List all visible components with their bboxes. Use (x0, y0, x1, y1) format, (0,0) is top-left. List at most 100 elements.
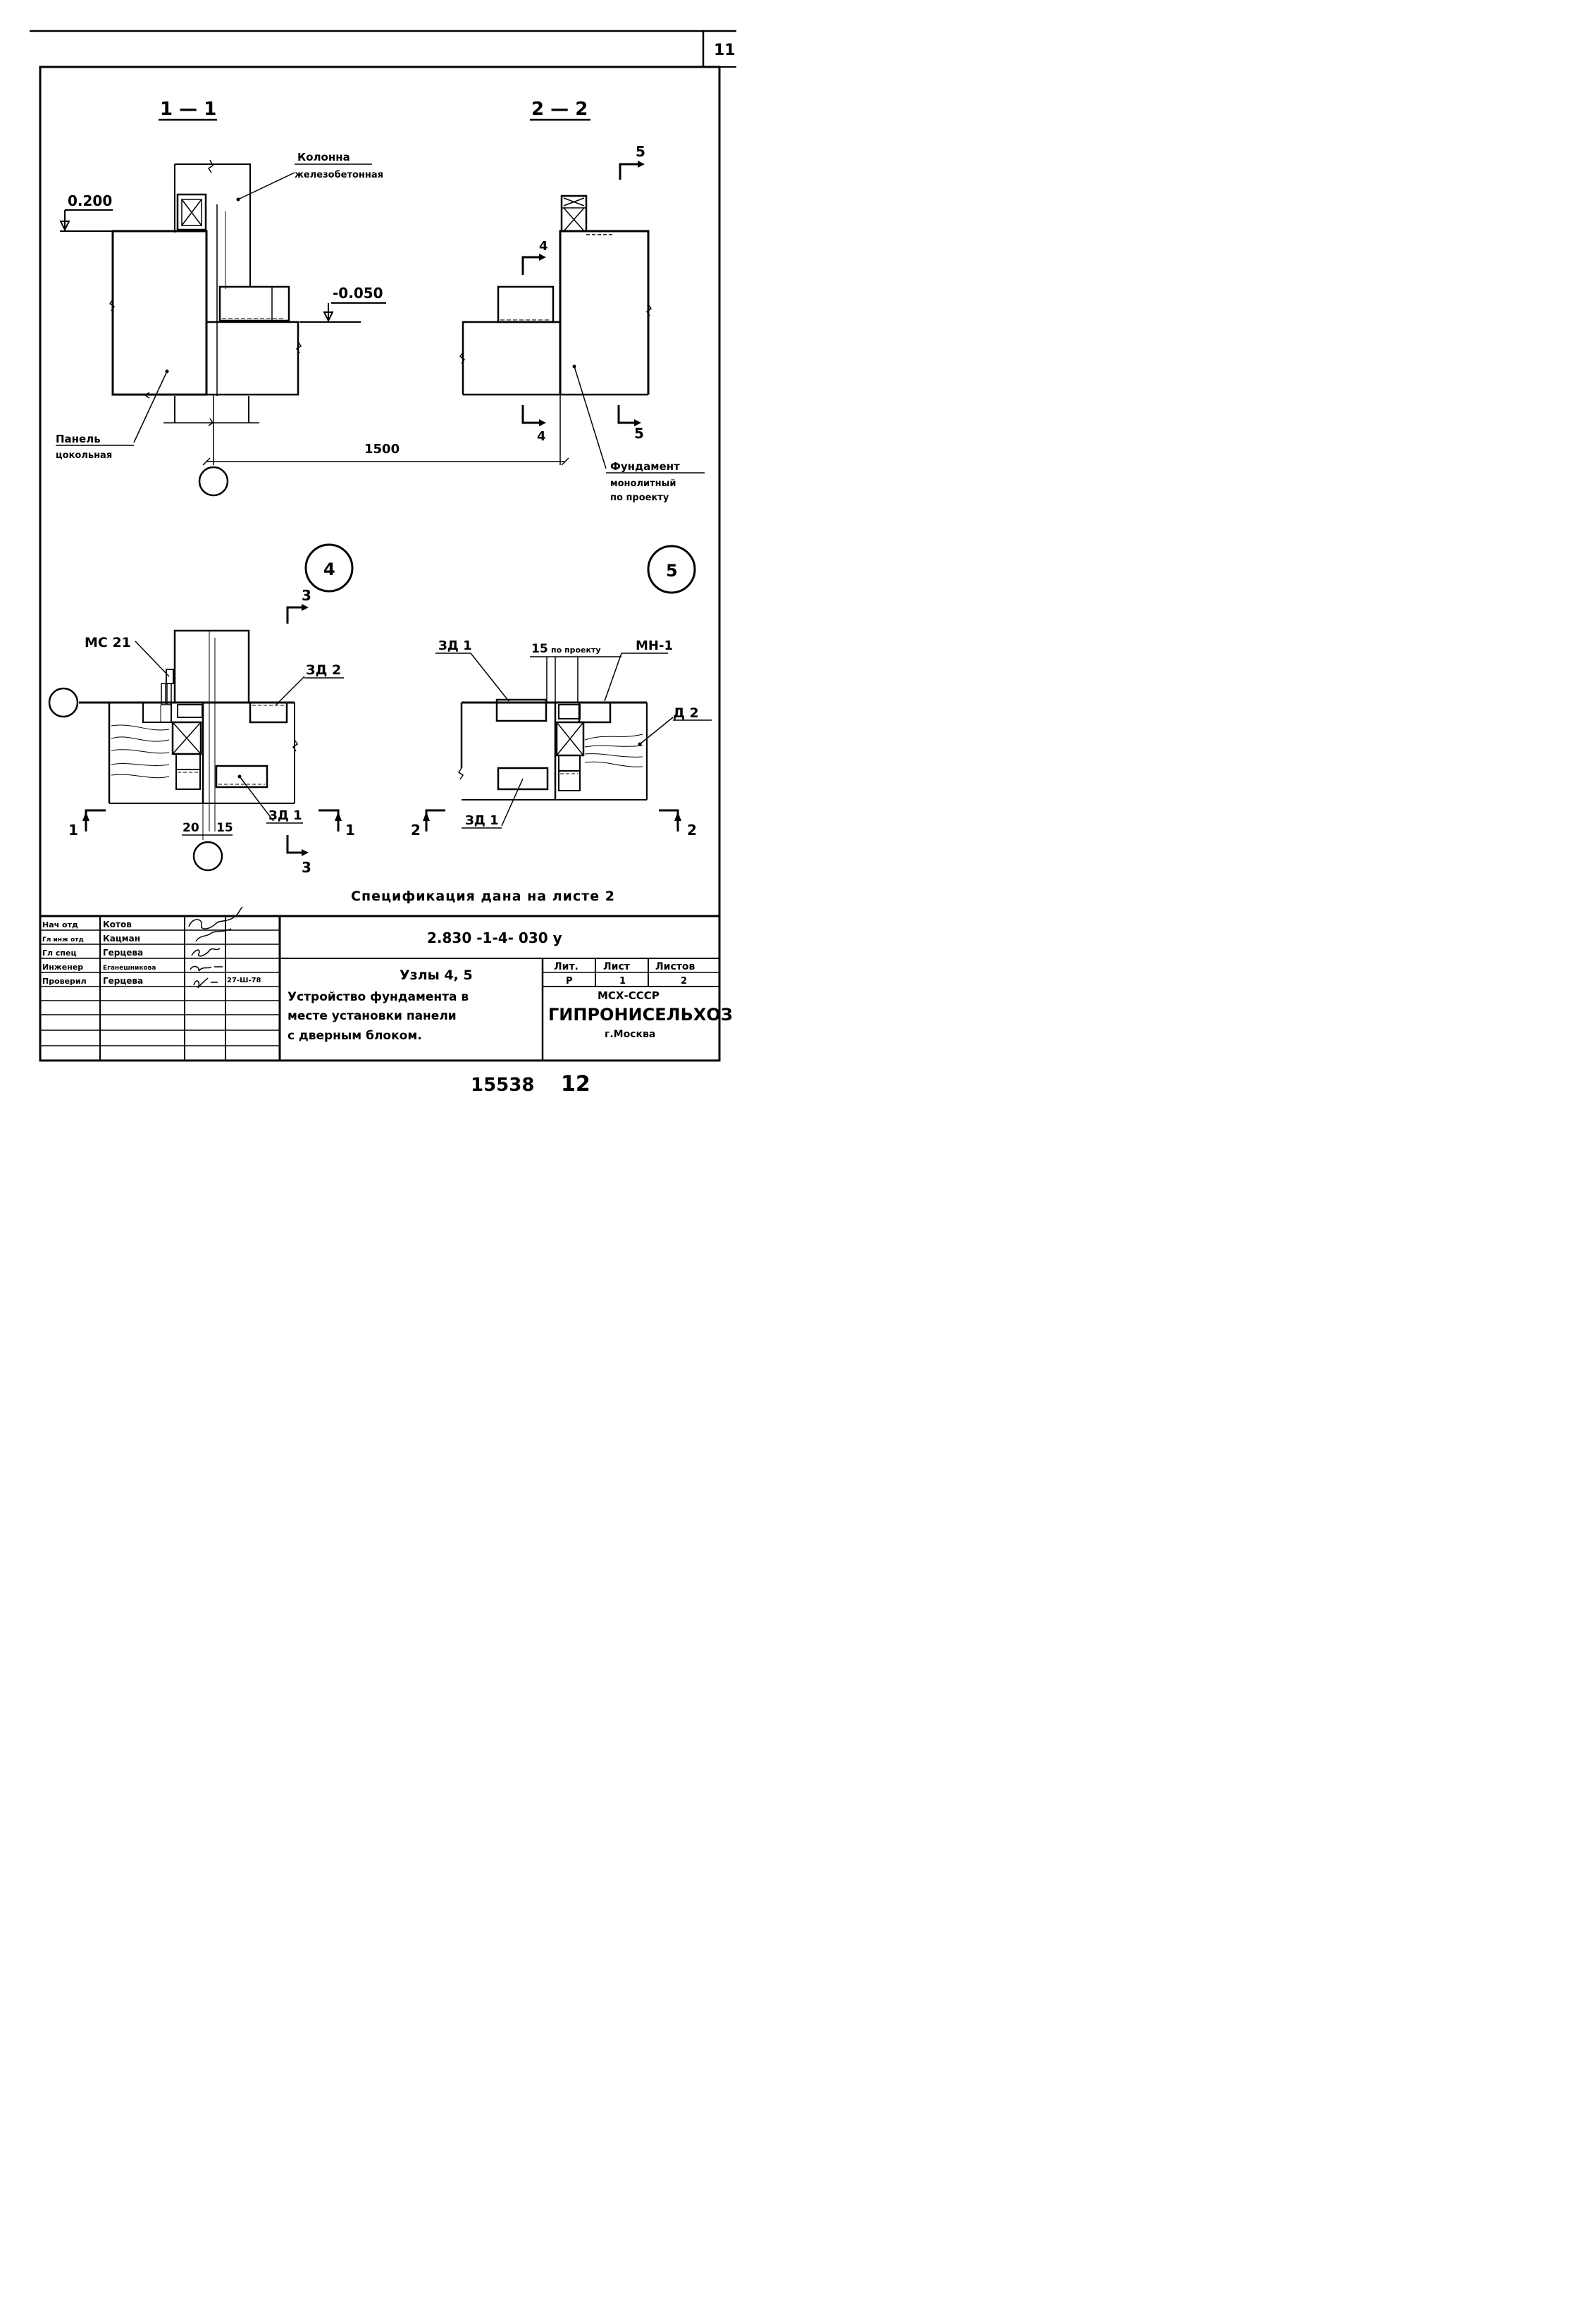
node-4-column (173, 629, 250, 704)
staff-name-1: Котов (103, 920, 132, 929)
inventory-number: 15538 (471, 1075, 534, 1096)
sheet-header: Лист (603, 961, 631, 972)
sheet-frame: 11 (30, 30, 736, 1062)
zd1-top-node5: ЗД 1 (435, 638, 548, 722)
staff-role-4: Инженер (42, 963, 83, 972)
cut-4-bottom-label: 4 (537, 429, 546, 444)
staff-role-5: Проверил (42, 977, 87, 986)
cut-mark-5-bottom: 5 (617, 405, 644, 442)
title-line-4: с дверным блоком. (287, 1029, 422, 1043)
dimension-1500: 1500 (202, 442, 569, 466)
panel-leader: Панель цокольная (56, 369, 169, 461)
cut-2-right-label: 2 (687, 822, 697, 839)
wood-block-2-2 (560, 194, 588, 233)
cut-5-top-label: 5 (636, 143, 645, 160)
org-city: г.Москва (605, 1029, 655, 1040)
column-label-line1: Колонна (297, 151, 350, 163)
plinth-panel (109, 230, 208, 399)
cut-2-left-label: 2 (411, 822, 421, 839)
dim-15-node5: 15 (531, 642, 548, 656)
foundation-leader: Фундамент монолитный по проекту (574, 366, 705, 503)
foundation-1-1 (163, 321, 302, 465)
level-mark-bottom: -0.050 (299, 285, 386, 323)
level-bottom-value: -0.050 (333, 285, 383, 302)
dimension-1500-value: 1500 (364, 442, 400, 457)
panel-label-line2: цокольная (56, 450, 112, 461)
lit-value: Р (566, 976, 573, 987)
level-top-value: 0.200 (68, 192, 112, 209)
panel-label-line1: Панель (56, 433, 101, 445)
section-1-1: 1 — 1 0.200 (56, 99, 569, 497)
signatures (188, 906, 243, 989)
node-4-axis-bubble-left (48, 687, 79, 718)
node-4-timber-x (171, 721, 202, 790)
foundation-block-2 (497, 285, 555, 323)
mc21-anchor: МС 21 (85, 635, 174, 705)
cut-mark-4-bottom: 4 (521, 405, 546, 444)
node-4-bubble (304, 543, 354, 593)
staff-role-1: Нач отд (42, 920, 78, 929)
node-4-insert-left (142, 702, 172, 723)
title-line-3: месте установки панели (287, 1009, 457, 1023)
staff-role-2: Гл инж отд (42, 936, 84, 944)
sheet-value: 1 (619, 976, 626, 987)
lit-header: Лит. (554, 961, 579, 972)
drawing-sheet: 11 1 — 1 0.200 (30, 30, 736, 1096)
node-5-plan: 5 15 по проекту ЗД 1 МН-1 (411, 545, 712, 839)
cut-5-bottom-label: 5 (634, 425, 644, 442)
title-line-1: Узлы 4, 5 (400, 967, 473, 983)
sheet-number: 11 (714, 42, 736, 59)
foundation-label-line2: монолитный (610, 478, 676, 489)
cut-3-top-label: 3 (302, 587, 311, 604)
foundation-2-2 (459, 321, 648, 465)
cut-mark-3-bottom: 3 (286, 835, 311, 876)
title-line-2: Устройство фундамента в (287, 990, 469, 1004)
zd1-node5-top-label: ЗД 1 (438, 638, 472, 653)
level-mark-top: 0.200 (59, 192, 113, 232)
org-ministry: МСХ-СССР (598, 989, 660, 1002)
section-2-2: 2 — 2 5 4 (459, 99, 705, 503)
node-4-number: 4 (323, 559, 335, 579)
zd2-label: ЗД 2 (306, 662, 341, 678)
node-5-number: 5 (666, 561, 678, 581)
d2-leader: Д 2 (638, 705, 712, 746)
column-outline (174, 159, 251, 396)
zd1-embed-node4: ЗД 1 (215, 765, 303, 824)
node-5-bubble (647, 545, 696, 594)
node-4-dimensions: 20 15 (182, 803, 233, 840)
wood-block-top (176, 193, 207, 231)
zd1-node5-bottom-label: ЗД 1 (465, 813, 499, 828)
cut-mark-1-right: 1 (318, 809, 355, 839)
zd2-embed: ЗД 2 (249, 662, 344, 724)
cut-1-left-label: 1 (68, 822, 78, 839)
title-block: Нач отд Котов Гл инж отд Кацман Гл спец … (40, 906, 733, 1061)
node-4-axis-bubble-bottom (192, 841, 223, 872)
zd1-node4-label: ЗД 1 (268, 808, 302, 823)
section-2-2-title: 2 — 2 (531, 99, 588, 120)
cut-3-bottom-label: 3 (302, 859, 311, 876)
cut-mark-5-top: 5 (619, 143, 645, 180)
node-5-wall (457, 701, 648, 800)
panel-2-2 (559, 230, 652, 395)
mn1-label: МН-1 (636, 638, 673, 653)
staff-role-3: Гл спец (42, 948, 77, 958)
staff-name-3: Герцева (103, 948, 143, 958)
dim-20: 20 (183, 821, 199, 835)
sheets-value: 2 (681, 976, 687, 987)
org-name: ГИПРОНИСЕЛЬХОЗ (548, 1005, 733, 1025)
cut-mark-2-right: 2 (659, 809, 697, 839)
mc21-label: МС 21 (85, 635, 131, 650)
zd1-bottom-node5: ЗД 1 (462, 767, 549, 829)
cut-1-right-label: 1 (345, 822, 355, 839)
approval-date: 27-Ш-78 (227, 977, 261, 984)
cut-4-top-label: 4 (539, 239, 548, 254)
foundation-block-1 (218, 285, 290, 322)
cut-mark-3-top: 3 (286, 587, 311, 624)
staff-name-4: Еганешникова (103, 965, 156, 972)
column-label-line2: железобетонная (295, 170, 383, 180)
sheets-header: Листов (655, 961, 695, 972)
staff-name-5: Герцева (103, 976, 143, 986)
foundation-label-line3: по проекту (610, 493, 669, 503)
cut-mark-4-top: 4 (521, 239, 548, 275)
node-4-plan: 4 3 МС 21 (48, 543, 355, 876)
